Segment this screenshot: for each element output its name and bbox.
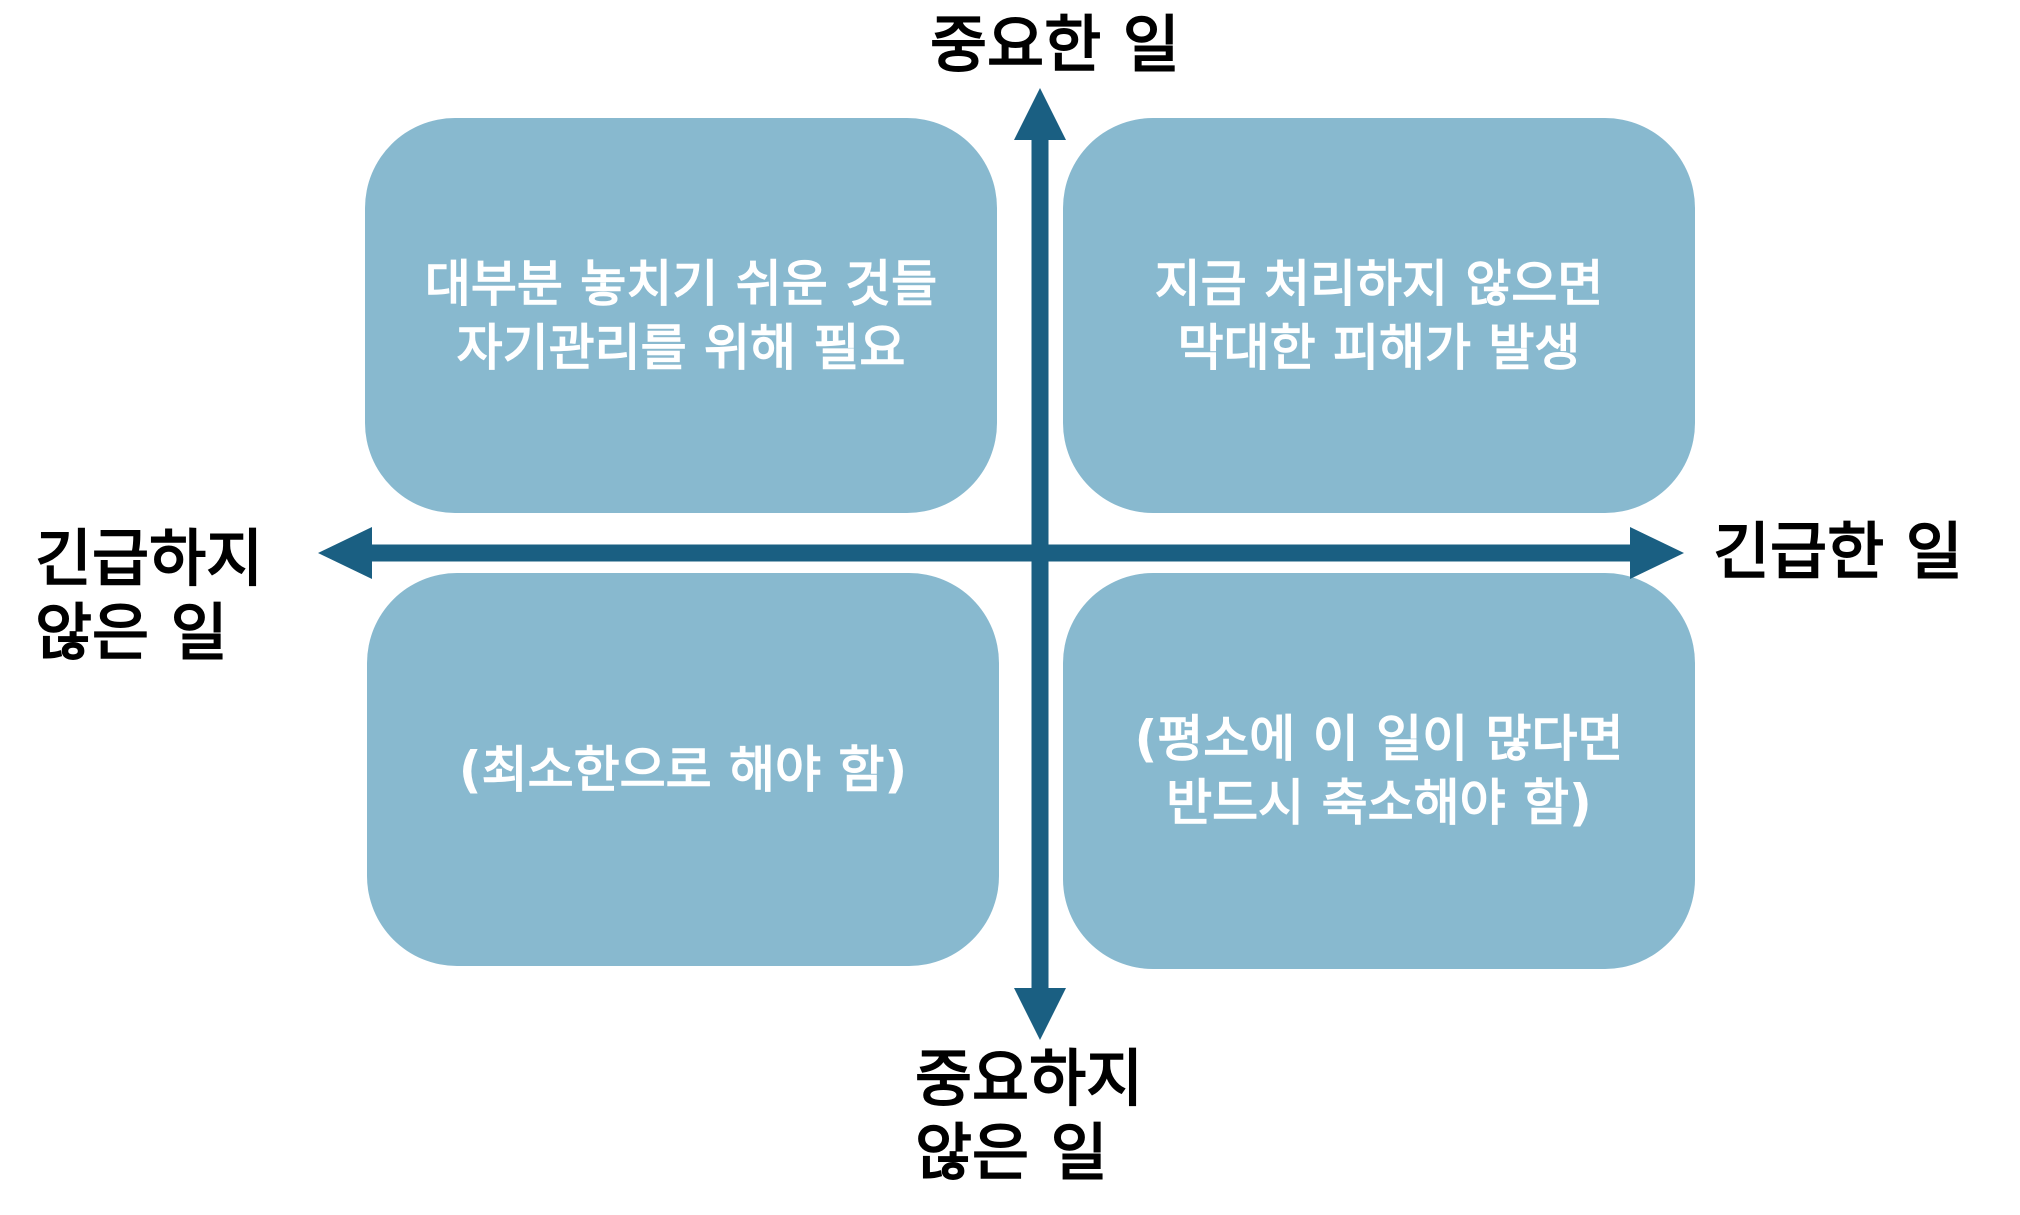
quadrant-bottom-left-text: (최소한으로 해야 함)	[458, 740, 908, 799]
axis-label-not-important: 중요하지 않은 일	[915, 1042, 1144, 1189]
arrow-down-icon	[1014, 988, 1066, 1040]
arrow-up-icon	[1014, 88, 1066, 140]
axis-label-urgent: 긴급한 일	[1713, 515, 1963, 588]
axis-label-important: 중요한 일	[930, 8, 1180, 81]
quadrant-not-important-not-urgent: (최소한으로 해야 함)	[367, 573, 999, 966]
quadrant-not-important-urgent: (평소에 이 일이 많다면 반드시 축소해야 함)	[1063, 573, 1695, 969]
quadrant-important-not-urgent: 대부분 놓치기 쉬운 것들 자기관리를 위해 필요	[365, 118, 997, 513]
axis-label-not-urgent: 긴급하지 않은 일	[35, 522, 264, 669]
arrow-left-icon	[318, 527, 372, 579]
quadrant-top-right-text: 지금 처리하지 않으면 막대한 피해가 발생	[1154, 254, 1604, 377]
quadrant-bottom-right-text: (평소에 이 일이 많다면 반드시 축소해야 함)	[1134, 710, 1624, 832]
quadrant-top-left-text: 대부분 놓치기 쉬운 것들 자기관리를 위해 필요	[424, 254, 938, 377]
arrow-right-icon	[1630, 527, 1684, 579]
quadrant-important-urgent: 지금 처리하지 않으면 막대한 피해가 발생	[1063, 118, 1695, 513]
